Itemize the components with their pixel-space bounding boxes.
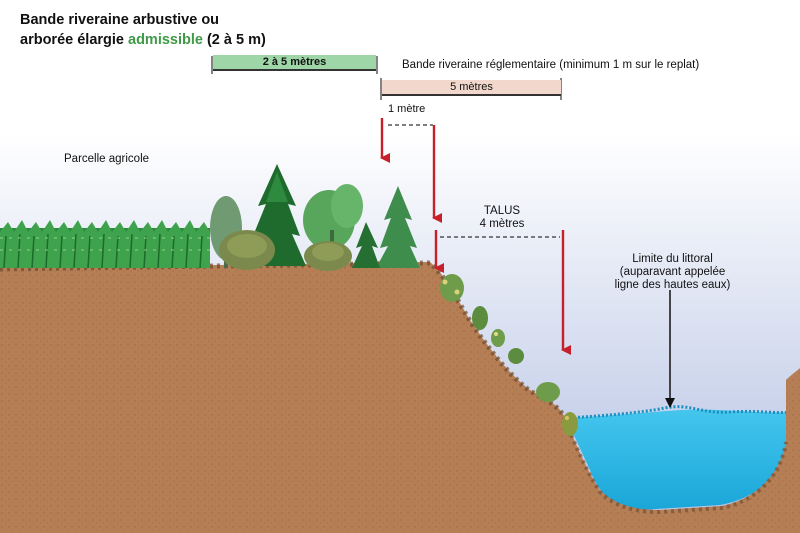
- bank-vegetation: [440, 274, 578, 436]
- soil-texture: [0, 262, 800, 533]
- talus-title: TALUS: [483, 205, 521, 217]
- littoral-line-2: (auparavant appelée: [619, 266, 726, 278]
- littoral-line-1: Limite du littoral: [632, 253, 713, 265]
- corn-crop: [0, 220, 210, 269]
- title-line-2: arborée élargie admissible (2 à 5 m): [20, 30, 266, 50]
- regulatory-band-label: Bande riveraine réglementaire (minimum 1…: [402, 59, 700, 71]
- measurement-guides: [211, 56, 675, 408]
- title-accent-admissible: admissible: [128, 32, 203, 48]
- title-line-1: Bande riveraine arbustive ou: [20, 12, 220, 28]
- title-line-2-prefix: arborée élargie: [20, 32, 128, 48]
- talus-value: 4 mètres: [479, 218, 525, 230]
- bank-edge: [564, 421, 788, 515]
- bar-five-meters: 5 mètres: [382, 80, 561, 96]
- water-surface: [565, 405, 791, 420]
- one-meter-label: 1 mètre: [388, 103, 426, 115]
- vegetation: [210, 164, 420, 271]
- bar-two-to-five-meters: 2 à 5 mètres: [213, 55, 376, 71]
- arrow-littoral-head: [665, 398, 675, 408]
- water-body: [566, 409, 790, 510]
- diagram-title: Bande riveraine arbustive ou arborée éla…: [20, 10, 266, 50]
- talus-label: TALUS 4 mètres: [472, 205, 532, 231]
- littoral-limit-label: Limite du littoral (auparavant appelée l…: [610, 253, 735, 292]
- agricultural-plot-label: Parcelle agricole: [64, 153, 150, 165]
- littoral-line-3: ligne des hautes eaux): [614, 279, 731, 291]
- title-line-2-suffix: (2 à 5 m): [202, 32, 266, 48]
